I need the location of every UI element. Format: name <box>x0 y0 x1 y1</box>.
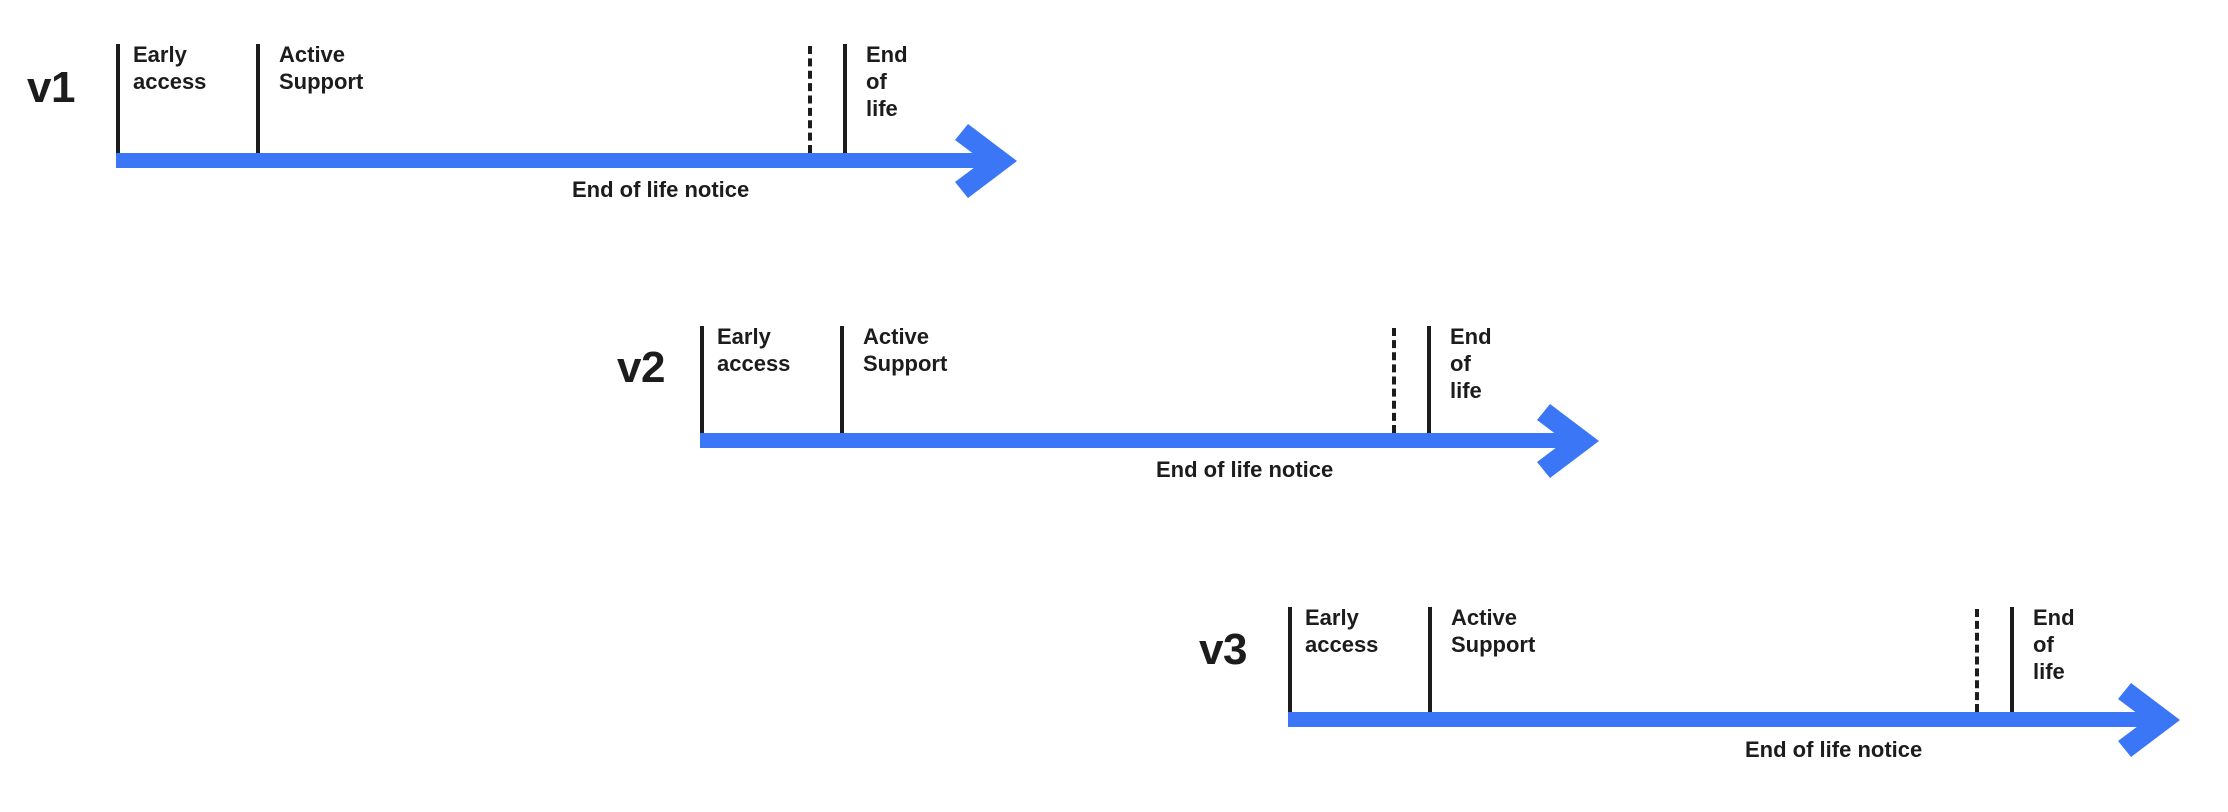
phase-label-v2-0: Early access <box>717 324 791 376</box>
timeline-arrowhead-v1 <box>955 123 1017 198</box>
phase-divider-v1-0 <box>116 44 120 153</box>
timeline-arrowhead-v3 <box>2118 682 2180 757</box>
version-label-v2: v2 <box>617 343 665 392</box>
timeline-arrowhead-v2 <box>1537 403 1599 478</box>
phase-label-v3-0: Early access <box>1305 605 1379 657</box>
timeline-bar-v2 <box>700 433 1582 448</box>
phase-label-v3-2: End of life <box>2033 605 2075 684</box>
eol-notice-label-v2: End of life notice <box>1156 457 1334 482</box>
phase-divider-v1-2 <box>843 44 847 153</box>
version-label-v1: v1 <box>27 63 75 112</box>
phase-label-v2-1: Active Support <box>863 324 948 376</box>
phase-label-v1-2: End of life <box>866 42 908 121</box>
eol-notice-label-v3: End of life notice <box>1745 737 1923 762</box>
phase-label-v3-1: Active Support <box>1451 605 1536 657</box>
phase-divider-v3-2 <box>2010 607 2014 712</box>
phase-label-v1-0: Early access <box>133 42 207 94</box>
version-label-v3: v3 <box>1199 625 1247 674</box>
phase-divider-v1-1 <box>256 44 260 153</box>
timeline-bar-v3 <box>1288 712 2163 727</box>
phase-divider-v3-1 <box>1428 607 1432 712</box>
phase-divider-v2-2 <box>1427 326 1431 433</box>
phase-label-v1-1: Active Support <box>279 42 364 94</box>
phase-divider-v2-0 <box>700 326 704 433</box>
phase-label-v2-2: End of life <box>1450 324 1492 403</box>
eol-notice-marker-v2 <box>1392 328 1396 433</box>
phase-divider-v2-1 <box>840 326 844 433</box>
phase-divider-v3-0 <box>1288 607 1292 712</box>
timeline-bar-v1 <box>116 153 1000 168</box>
eol-notice-marker-v3 <box>1975 609 1979 712</box>
eol-notice-marker-v1 <box>808 46 812 153</box>
eol-notice-label-v1: End of life notice <box>572 177 750 202</box>
